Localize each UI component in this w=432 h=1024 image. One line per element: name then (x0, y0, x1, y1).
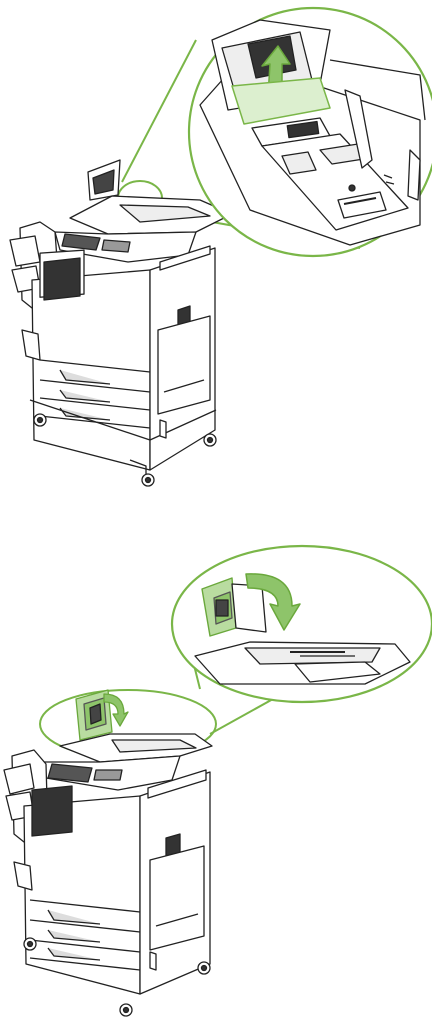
printer-illustration-top (0, 0, 432, 500)
side-door (158, 316, 210, 414)
zoom-callout-adf-close (172, 546, 432, 702)
side-door (150, 846, 204, 950)
figure-remove-jammed-paper (0, 0, 432, 500)
zoom-callout-adf-open (189, 8, 432, 256)
figure-close-adf-cover (0, 544, 432, 1024)
printer-illustration-bottom (0, 544, 432, 1024)
callout-line-upper (122, 40, 196, 182)
front-door (32, 786, 72, 836)
multifunction-printer (4, 690, 212, 1016)
control-panel-screen (48, 764, 92, 782)
multifunction-printer (10, 160, 232, 486)
